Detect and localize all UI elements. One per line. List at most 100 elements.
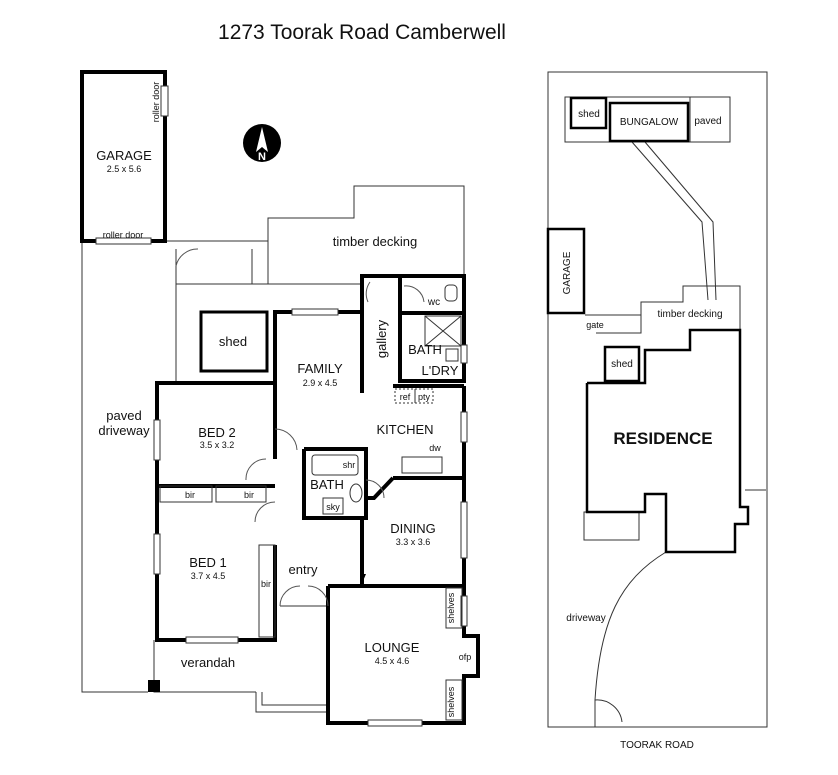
site-shed-back-label: shed bbox=[578, 109, 600, 120]
verandah-window bbox=[185, 636, 239, 644]
site-boundary bbox=[547, 71, 768, 728]
pty-label: pty bbox=[418, 392, 431, 402]
dining-window bbox=[460, 501, 468, 559]
shelves-top-box bbox=[445, 587, 463, 629]
site-driveway-curve bbox=[594, 551, 667, 727]
door-swing-wc-left bbox=[365, 281, 371, 303]
door-swing-entry bbox=[279, 585, 329, 607]
room-label-bed2: BED 2 bbox=[198, 425, 236, 440]
site-bungalow bbox=[608, 101, 690, 143]
entry-label: entry bbox=[289, 562, 318, 577]
verandah-label: verandah bbox=[181, 655, 235, 670]
plan-title: 1273 Toorak Road Camberwell bbox=[218, 21, 506, 44]
site-verandah bbox=[583, 511, 640, 541]
bath-upper-label: BATH bbox=[408, 342, 442, 357]
site-paved-label: paved bbox=[694, 116, 721, 127]
porch-steps-inner bbox=[261, 692, 327, 706]
sky-box bbox=[322, 497, 344, 515]
side-path-outline bbox=[165, 240, 269, 284]
family-window bbox=[291, 308, 339, 316]
door-swing-bed2 bbox=[245, 458, 267, 481]
door-swing-family bbox=[274, 428, 298, 451]
bath-basin bbox=[349, 483, 363, 503]
bath-ldry-walls bbox=[398, 313, 464, 383]
timber-decking-outline bbox=[267, 185, 465, 284]
wc-label: wc bbox=[427, 297, 440, 308]
room-size-bed1: 3.7 x 4.5 bbox=[191, 571, 226, 581]
wc-fixture bbox=[444, 284, 458, 302]
ref-label: ref bbox=[400, 392, 411, 402]
room-label-bed1: BED 1 bbox=[189, 555, 227, 570]
porch-steps bbox=[255, 692, 327, 713]
door-swing-side-gate bbox=[175, 248, 199, 267]
entry-arrow bbox=[360, 574, 366, 581]
driveway-boundary bbox=[81, 241, 148, 693]
kitchen-bench bbox=[401, 456, 443, 474]
site-garage bbox=[546, 227, 586, 315]
paved-driveway-label-2: driveway bbox=[98, 423, 150, 438]
svg-text:N: N bbox=[258, 151, 266, 163]
site-residence-outline bbox=[585, 328, 750, 554]
site-plan-outlines bbox=[547, 71, 768, 728]
bath-lower-walls bbox=[302, 447, 368, 520]
room-label-garage: GARAGE bbox=[96, 148, 152, 163]
bath-lower-label: BATH bbox=[310, 477, 344, 492]
room-size-garage: 2.5 x 5.6 bbox=[107, 164, 142, 174]
site-shed-back bbox=[569, 96, 608, 130]
pty-box bbox=[414, 388, 434, 404]
ldry-window bbox=[460, 344, 468, 364]
site-plan-walls bbox=[546, 96, 750, 554]
ref-box bbox=[394, 388, 416, 404]
bir-bed1-label: bir bbox=[261, 579, 271, 589]
verandah-post bbox=[148, 680, 160, 692]
shr-label: shr bbox=[343, 460, 356, 470]
kitchen-window bbox=[460, 411, 468, 443]
bir-box-right bbox=[215, 485, 267, 503]
room-size-family: 2.9 x 4.5 bbox=[303, 378, 338, 388]
room-label-family: FAMILY bbox=[297, 361, 343, 376]
house-outer-wall-left bbox=[155, 381, 277, 642]
room-label-dining: DINING bbox=[390, 521, 436, 536]
room-size-lounge: 4.5 x 4.6 bbox=[375, 656, 410, 666]
lounge-window-side bbox=[460, 595, 468, 627]
bir-right-label: bir bbox=[244, 490, 254, 500]
shed-walls bbox=[199, 310, 269, 373]
bir-box-left bbox=[159, 485, 213, 503]
dw-label: dw bbox=[429, 443, 441, 453]
timber-decking-label: timber decking bbox=[333, 234, 418, 249]
room-size-dining: 3.3 x 3.6 bbox=[396, 537, 431, 547]
shed-label: shed bbox=[219, 334, 247, 349]
floor-plan-thin-outlines bbox=[81, 185, 465, 713]
site-gate-label: gate bbox=[586, 320, 604, 330]
site-decking bbox=[596, 285, 741, 334]
door-swing-wc bbox=[403, 285, 425, 303]
roller-door-garage-front bbox=[95, 237, 152, 245]
room-size-bed2: 3.5 x 3.2 bbox=[200, 440, 235, 450]
roller-door-label-front: roller door bbox=[103, 230, 144, 240]
bir-box-bed1 bbox=[258, 544, 276, 638]
site-driveway-label: driveway bbox=[566, 613, 605, 624]
bir-left-label: bir bbox=[185, 490, 195, 500]
site-street-label: TOORAK ROAD bbox=[620, 740, 694, 751]
ldry-label: L'DRY bbox=[422, 363, 459, 378]
dining-wall bbox=[364, 476, 395, 500]
gallery-label: gallery bbox=[374, 319, 389, 358]
shelves-bottom-label: shelves bbox=[446, 686, 456, 717]
site-bungalow-label: BUNGALOW bbox=[620, 117, 679, 128]
shelves-top-label: shelves bbox=[446, 592, 456, 623]
north-arrow-icon: N bbox=[243, 124, 281, 163]
site-plan-labels: shed BUNGALOW paved GARAGE gate timber d… bbox=[562, 109, 723, 751]
ofp-label: ofp bbox=[459, 652, 472, 662]
sky-label: sky bbox=[326, 502, 340, 512]
bed1-window bbox=[153, 533, 161, 575]
garden-path bbox=[631, 141, 709, 301]
shelves-bottom-box bbox=[445, 679, 463, 721]
bath-tub bbox=[311, 454, 359, 476]
floor-plan-openings bbox=[95, 85, 468, 727]
site-shed-front-label: shed bbox=[611, 359, 633, 370]
roller-door-label-side: roller door bbox=[151, 82, 161, 123]
floor-plan-labels: GARAGE 2.5 x 5.6 roller door roller door… bbox=[96, 82, 471, 718]
roller-door-garage-side bbox=[160, 85, 169, 117]
ldry-basin bbox=[445, 348, 459, 362]
